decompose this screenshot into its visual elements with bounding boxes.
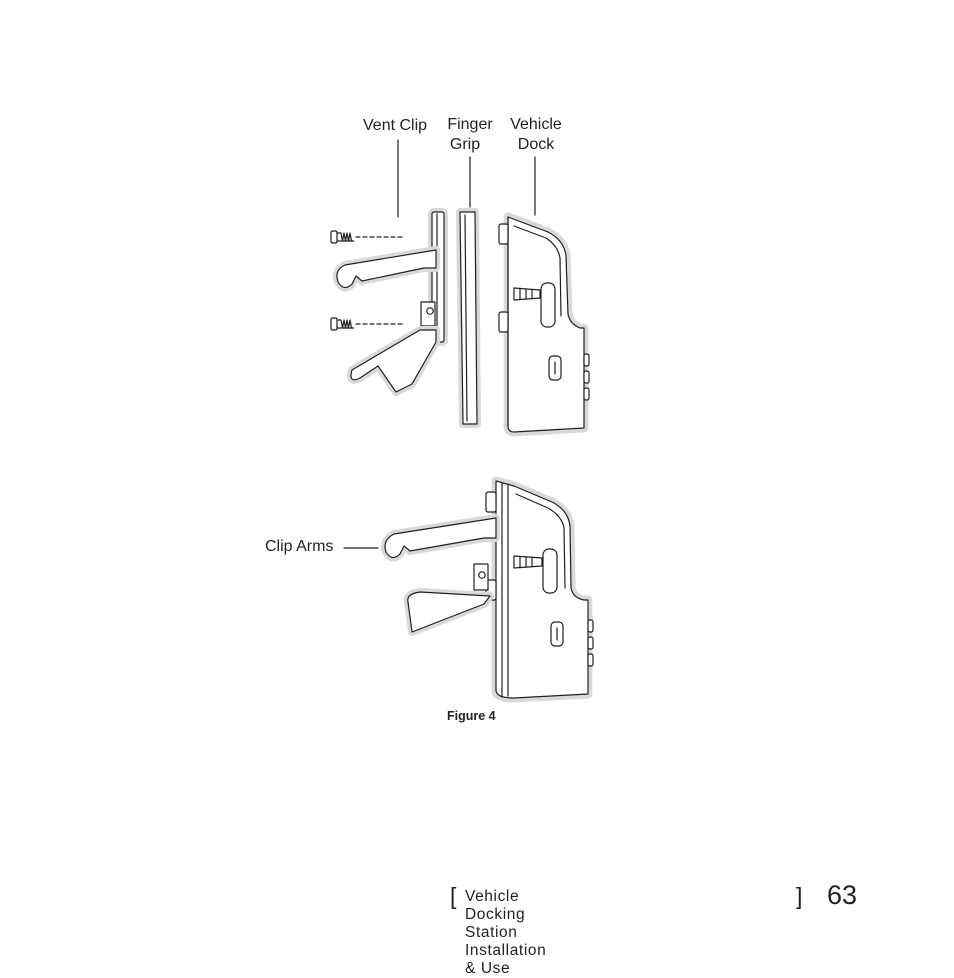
figure-caption: Figure 4 (447, 709, 496, 723)
finger-grip-part (456, 208, 481, 428)
page-number: 63 (827, 880, 858, 910)
vent-clip-part (332, 208, 448, 396)
finger-grip-label-line2: Grip (449, 136, 481, 153)
footer-close-bracket: ] (796, 883, 803, 909)
vehicle-dock-label-line2: Dock (517, 136, 555, 153)
clip-arms-label: Clip Arms (265, 538, 334, 555)
screw-upper (330, 230, 403, 244)
figure-illustration (330, 139, 594, 703)
finger-grip-label: Finger Grip (442, 115, 498, 155)
vent-clip-label: Vent Clip (363, 117, 428, 134)
screw-lower (330, 317, 403, 331)
vehicle-dock-label-line1: Vehicle (510, 116, 562, 133)
vehicle-dock-part-top (498, 212, 590, 437)
assembled-dock (381, 476, 594, 703)
footer-title: Vehicle Docking Station Installation & U… (465, 888, 547, 977)
vehicle-dock-label: Vehicle Dock (504, 115, 568, 155)
finger-grip-label-line1: Finger (447, 116, 493, 133)
footer-open-bracket: [ (450, 883, 457, 909)
